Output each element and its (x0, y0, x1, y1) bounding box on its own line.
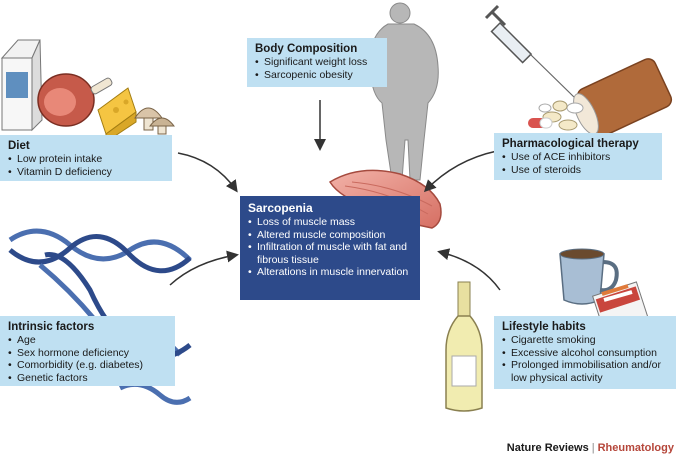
intrinsic-factors-item: Age (8, 334, 169, 347)
pharmacological-item: Use of ACE inhibitors (502, 151, 656, 164)
lifestyle-habits-item: Prolonged immobilisation and/or low phys… (502, 359, 670, 384)
pharmacological-title: Pharmacological therapy (502, 138, 639, 150)
body-composition-item: Significant weight loss (255, 56, 381, 69)
journal-credit: Nature Reviews|Rheumatology (507, 442, 674, 454)
diet-item: Low protein intake (8, 153, 166, 166)
sarcopenia-title: Sarcopenia (248, 201, 313, 215)
intrinsic-factors-item: Genetic factors (8, 372, 169, 385)
person-silhouette-icon (369, 2, 439, 181)
pharmacological-item: Use of steroids (502, 164, 656, 177)
lifestyle-habits-item: Cigarette smoking (502, 334, 670, 347)
credit-separator: | (591, 442, 595, 454)
lifestyle-habits-title: Lifestyle habits (502, 321, 586, 333)
pill-bottle-icon (528, 58, 673, 138)
journal-section: Rheumatology (597, 442, 674, 454)
ham-icon (37, 73, 113, 127)
mushroom-icon (134, 107, 176, 135)
diet-title: Diet (8, 140, 30, 152)
body-composition-box: Body Composition Significant weight loss… (247, 38, 387, 87)
sarcopenia-item: Alterations in muscle innervation (248, 266, 412, 279)
intrinsic-factors-title: Intrinsic factors (8, 321, 95, 333)
sarcopenia-item: Infiltration of muscle with fat and fibr… (248, 241, 412, 266)
pharmacological-box: Pharmacological therapy Use of ACE inhib… (494, 133, 662, 180)
arrows (169, 100, 501, 291)
body-composition-title: Body Composition (255, 43, 358, 55)
lifestyle-habits-box: Lifestyle habits Cigarette smoking Exces… (494, 316, 676, 389)
wine-bottle-icon (445, 281, 483, 412)
sarcopenia-item: Altered muscle composition (248, 229, 412, 242)
lifestyle-habits-item: Excessive alcohol consumption (502, 347, 670, 360)
sarcopenia-box: Sarcopenia Loss of muscle mass Altered m… (240, 196, 420, 300)
sarcopenia-item: Loss of muscle mass (248, 216, 412, 229)
intrinsic-factors-box: Intrinsic factors Age Sex hormone defici… (0, 316, 175, 386)
cheese-icon (97, 87, 137, 143)
milk-carton-icon (0, 39, 43, 132)
body-composition-item: Sarcopenic obesity (255, 69, 381, 82)
diet-item: Vitamin D deficiency (8, 166, 166, 179)
diet-box: Diet Low protein intake Vitamin D defici… (0, 135, 172, 181)
journal-name: Nature Reviews (506, 442, 589, 454)
intrinsic-factors-item: Sex hormone deficiency (8, 347, 169, 360)
intrinsic-factors-item: Comorbidity (e.g. diabetes) (8, 359, 169, 372)
syringe-icon (484, 4, 576, 99)
coffee-mug-icon (559, 248, 619, 305)
